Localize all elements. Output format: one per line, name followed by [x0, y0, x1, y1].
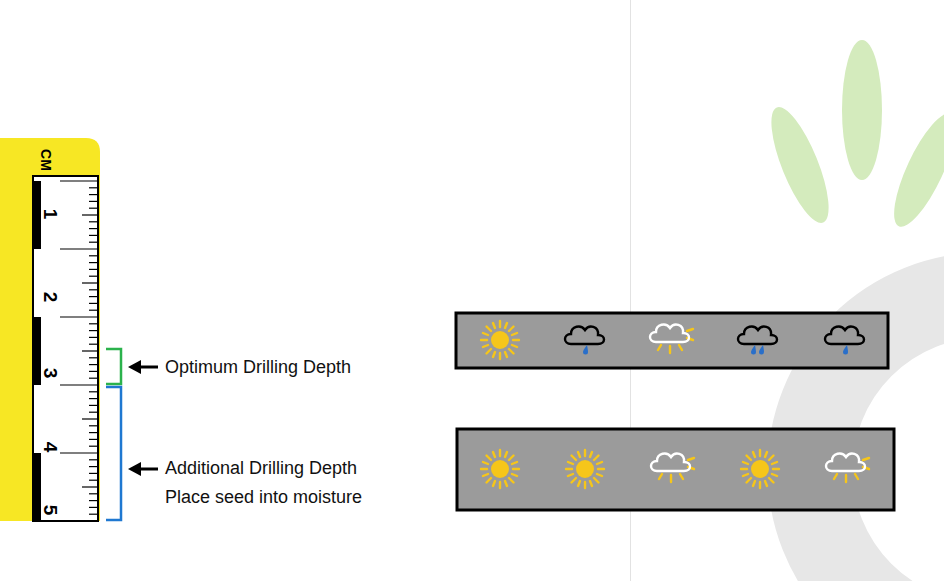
scale-tick: [89, 242, 98, 243]
scale-tick: [89, 480, 98, 481]
scale-tick: [89, 187, 98, 188]
scale-tick: [89, 432, 98, 433]
scale-number: 1: [41, 209, 60, 220]
scale-tick: [82, 486, 98, 487]
scale-tick: [60, 452, 98, 453]
scale-tick: [89, 269, 98, 270]
scale-tick: [82, 214, 98, 215]
unit-label: CM: [39, 149, 53, 171]
scale-tick: [89, 323, 98, 324]
scale-tick: [89, 405, 98, 406]
scale-tick: [89, 262, 98, 263]
scale-tick: [89, 194, 98, 195]
additional-bracket: [106, 387, 121, 520]
scale-tick: [89, 201, 98, 202]
scale-tick: [89, 276, 98, 277]
scale-tick: [89, 398, 98, 399]
scale-tick: [89, 514, 98, 515]
scale-tick: [60, 384, 98, 385]
scale-tick: [89, 466, 98, 467]
scale-tick: [82, 350, 98, 351]
note-label: Optimum Drilling Depth: [165, 358, 351, 376]
weather-panel: [456, 313, 888, 368]
scale-tick: [89, 493, 98, 494]
scale-tick: [82, 282, 98, 283]
scale-tick: [89, 208, 98, 209]
scale-tick: [60, 180, 98, 181]
scale-number: 2: [41, 292, 60, 303]
ruler: [0, 138, 100, 521]
scale-tick: [89, 412, 98, 413]
scale-tick: [89, 459, 98, 460]
scale-tick: [89, 221, 98, 222]
optimum-bracket: [106, 349, 121, 384]
note-label: Additional Drilling Depth: [165, 459, 357, 477]
scale-tick: [89, 500, 98, 501]
scale-tick: [89, 255, 98, 256]
scale-tick: [89, 473, 98, 474]
note-label: Place seed into moisture: [165, 488, 362, 506]
scale-number: 4: [41, 442, 60, 453]
scale-tick: [89, 364, 98, 365]
scale-tick: [89, 439, 98, 440]
scale-number: 5: [41, 505, 60, 516]
scale-tick: [89, 289, 98, 290]
scale-tick: [82, 418, 98, 419]
pointer-arrow: [128, 360, 158, 476]
scale-tick: [89, 378, 98, 379]
scale-tick: [89, 425, 98, 426]
scale-tick: [89, 344, 98, 345]
scale-tick: [89, 303, 98, 304]
weather-panel: [457, 429, 894, 510]
scale-number: 3: [41, 368, 60, 379]
scale-tick: [89, 507, 98, 508]
scale-tick: [89, 296, 98, 297]
scale-tick: [89, 337, 98, 338]
scale-tick: [89, 446, 98, 447]
scale-tick: [89, 228, 98, 229]
scale-tick: [89, 391, 98, 392]
scale-tick: [89, 357, 98, 358]
scale-tick: [60, 316, 98, 317]
scale-tick: [89, 310, 98, 311]
scale-tick: [60, 248, 98, 249]
scale-tick: [89, 330, 98, 331]
scale-tick: [89, 371, 98, 372]
scale-tick: [89, 235, 98, 236]
